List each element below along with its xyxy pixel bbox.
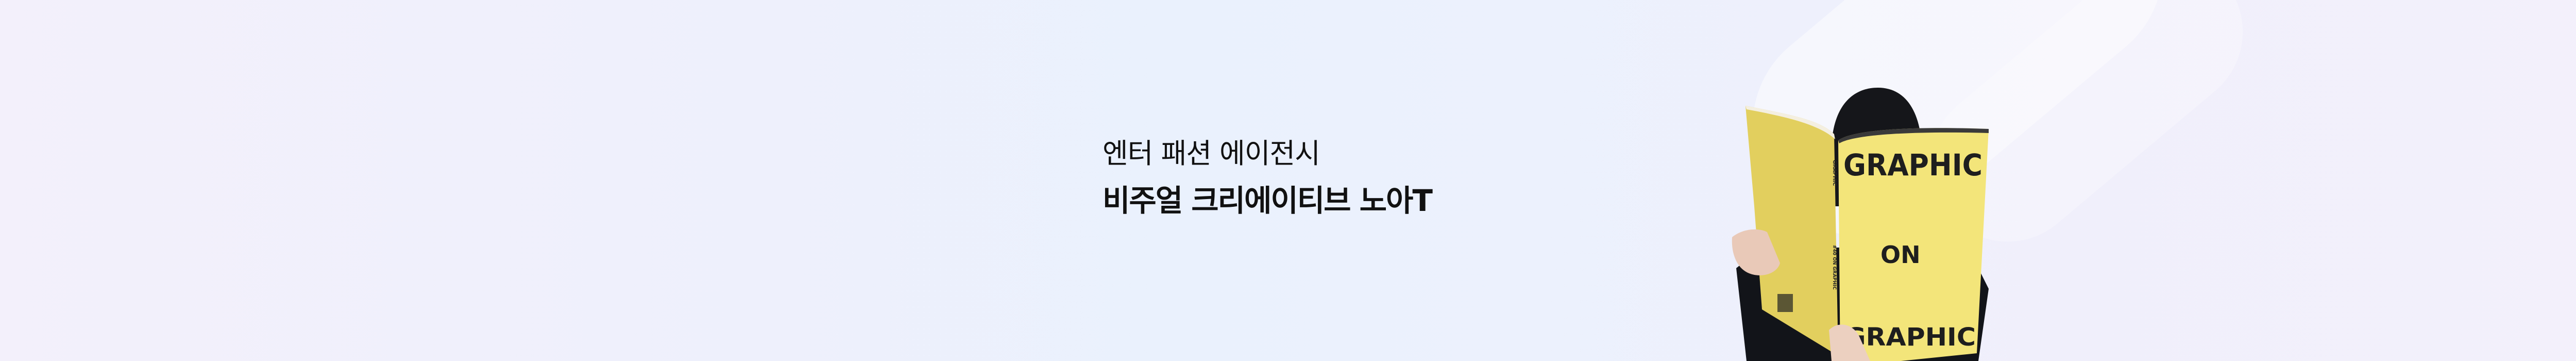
magazine-middle: ON <box>1880 241 1921 269</box>
magazine-back-cover <box>1745 106 1838 356</box>
hero-text: 엔터 패션 에이전시 비주얼 크리에이티브 노아T <box>1103 133 1433 223</box>
magazine-title-bottom: GRAPHIC <box>1844 323 1976 352</box>
hero-title: 비주얼 크리에이티브 노아T <box>1103 183 1433 218</box>
right-hand <box>1829 324 1870 361</box>
hero-subtitle: 엔터 패션 에이전시 <box>1103 137 1320 170</box>
magazine-front-cover <box>1838 128 1989 361</box>
spine-issue: #40 ON GRAPHIC <box>1832 245 1837 290</box>
magazine-title-top: GRAPHIC <box>1843 147 1982 183</box>
hero-photo-person-reading-magazine: GRAPHIC ON GRAPHIC GRAPHIC #40 ON GRAPHI… <box>1732 88 1989 361</box>
left-hand <box>1732 229 1780 275</box>
barcode <box>1777 294 1793 312</box>
spine-top: GRAPHIC <box>1832 160 1837 186</box>
